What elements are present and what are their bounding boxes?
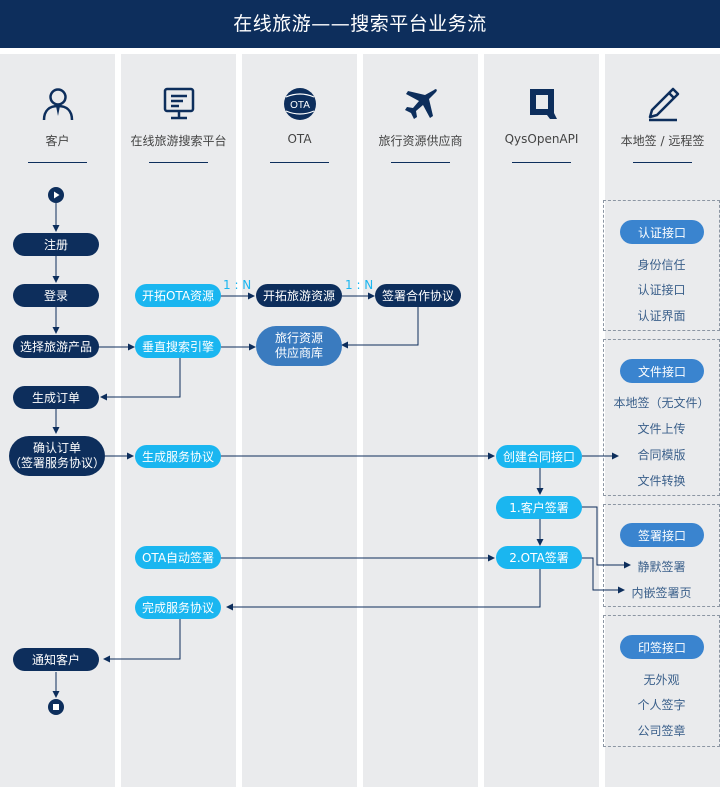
pen-icon: [648, 87, 680, 122]
node-confirm-order-line2: （签署服务协议）: [9, 456, 106, 470]
lane-label: QysOpenAPI: [504, 132, 579, 146]
group-title-seal: 印签接口: [620, 635, 704, 659]
lane-divider: [391, 162, 450, 163]
group-title-auth: 认证接口: [620, 220, 704, 244]
node-register: 注册: [13, 233, 99, 256]
lane-divider: [512, 162, 571, 163]
group-item: 文件转换: [637, 474, 686, 488]
node-notify-customer: 通知客户: [13, 648, 99, 671]
group-item: 认证界面: [637, 309, 686, 323]
start-icon: [48, 187, 64, 203]
group-item: 文件上传: [637, 422, 686, 436]
lane-search-platform: 在线旅游搜索平台: [121, 54, 236, 787]
lane-label: OTA: [287, 132, 312, 146]
node-create-contract-api: 创建合同接口: [496, 445, 582, 468]
group-item: 静默签署: [637, 560, 686, 574]
group-item: 内嵌签署页: [631, 586, 692, 600]
svg-text:OTA: OTA: [290, 100, 310, 111]
node-confirm-order-line1: 确认订单: [32, 441, 81, 455]
end-icon: [48, 699, 64, 715]
ratio-label-travel-supplier: 1 : N: [345, 278, 374, 292]
lane-divider: [270, 162, 329, 163]
lane-ota: OTA OTA: [242, 54, 357, 787]
group-item: 公司签章: [637, 724, 686, 738]
node-generate-order: 生成订单: [13, 386, 99, 409]
lane-label: 客户: [45, 134, 70, 148]
node-supplier-db-line1: 旅行资源: [274, 331, 323, 345]
lane-divider: [633, 162, 692, 163]
lane-divider: [149, 162, 208, 163]
monitor-icon: [163, 87, 195, 120]
airplane-icon: [405, 89, 437, 119]
node-ota-sign: 2.OTA签署: [496, 546, 582, 569]
node-supplier-db-line2: 供应商库: [274, 346, 323, 360]
lane-label: 本地签 / 远程签: [620, 134, 705, 148]
node-gen-service-agreement: 生成服务协议: [135, 445, 221, 468]
group-title-sign: 签署接口: [620, 523, 704, 547]
lane-qysopenapi: QysOpenAPI: [484, 54, 599, 787]
page-title: 在线旅游——搜索平台业务流: [0, 0, 720, 48]
qys-logo-icon: [530, 89, 557, 119]
lane-label: 旅行资源供应商: [378, 134, 463, 148]
group-item: 无外观: [643, 673, 680, 687]
node-expand-ota: 开拓OTA资源: [135, 284, 221, 307]
lane-supplier: 旅行资源供应商: [363, 54, 478, 787]
node-vertical-search: 垂直搜索引擎: [135, 335, 221, 358]
node-login: 登录: [13, 284, 99, 307]
user-icon: [42, 88, 74, 121]
group-item: 本地签（无文件）: [613, 396, 710, 410]
node-confirm-order: 确认订单 （签署服务协议）: [9, 436, 105, 476]
group-title-file: 文件接口: [620, 359, 704, 383]
group-item: 身份信任: [637, 258, 686, 272]
node-sign-cooperation: 签署合作协议: [375, 284, 461, 307]
group-item: 合同模版: [637, 448, 686, 462]
node-complete-agreement: 完成服务协议: [135, 596, 221, 619]
ota-globe-icon: OTA: [284, 88, 316, 120]
group-item: 认证接口: [637, 283, 686, 297]
lane-divider: [28, 162, 87, 163]
node-choose-product: 选择旅游产品: [13, 335, 99, 358]
lane-label: 在线旅游搜索平台: [130, 134, 227, 148]
group-item: 个人签字: [637, 698, 686, 712]
lane-sign-type: 本地签 / 远程签: [605, 54, 720, 787]
node-expand-travel: 开拓旅游资源: [256, 284, 342, 307]
ratio-label-ota-travel: 1 : N: [223, 278, 252, 292]
node-supplier-db: 旅行资源 供应商库: [256, 326, 342, 366]
node-ota-auto-sign: OTA自动签署: [135, 546, 221, 569]
node-customer-sign: 1.客户签署: [496, 496, 582, 519]
